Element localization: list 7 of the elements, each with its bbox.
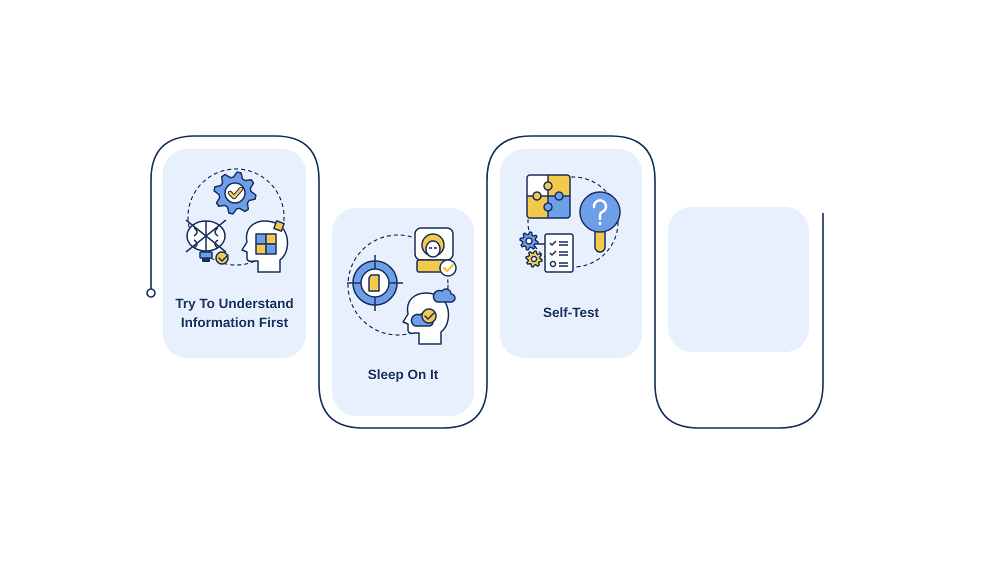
step-title: Sleep On It — [368, 366, 438, 384]
step-title: Try To Understand Information First — [174, 295, 295, 332]
step-title: Self-Test — [542, 304, 599, 322]
empty-card — [668, 207, 809, 352]
step-card — [332, 208, 474, 416]
step-card — [163, 149, 306, 358]
step-card — [500, 149, 642, 358]
